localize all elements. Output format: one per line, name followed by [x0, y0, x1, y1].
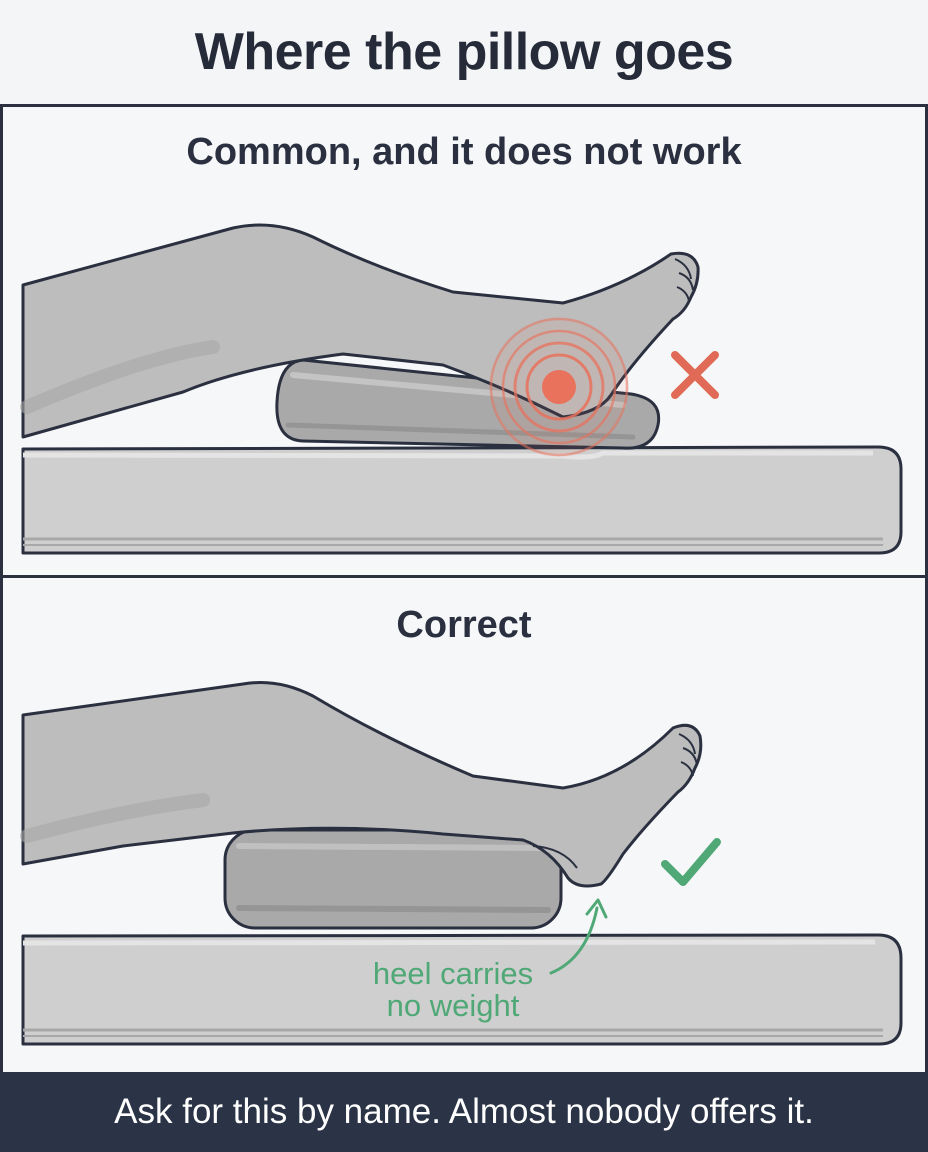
- panel-heading-correct: Correct: [396, 604, 532, 646]
- heel-annotation-line1: heel carries: [372, 956, 534, 991]
- panel-heading-incorrect: Common, and it does not work: [186, 131, 742, 173]
- panel-correct: Correct: [0, 575, 928, 1073]
- heel-annotation-line2: no weight: [386, 988, 520, 1023]
- incorrect-scene: [20, 223, 903, 555]
- pillow: [223, 828, 563, 930]
- annotation-arrow-icon: [549, 898, 608, 975]
- mattress: [21, 445, 903, 555]
- mattress: [21, 933, 903, 1046]
- correct-scene: [20, 681, 903, 1046]
- panel-incorrect: Common, and it does not work: [0, 104, 928, 578]
- x-mark-icon: [671, 351, 719, 399]
- leg: [20, 223, 700, 439]
- check-mark-icon: [661, 838, 721, 886]
- pressure-point-icon: [489, 317, 629, 457]
- footer-banner: Ask for this by name. Almost nobody offe…: [0, 1072, 928, 1152]
- leg: [20, 681, 703, 888]
- page-title: Where the pillow goes: [194, 23, 734, 81]
